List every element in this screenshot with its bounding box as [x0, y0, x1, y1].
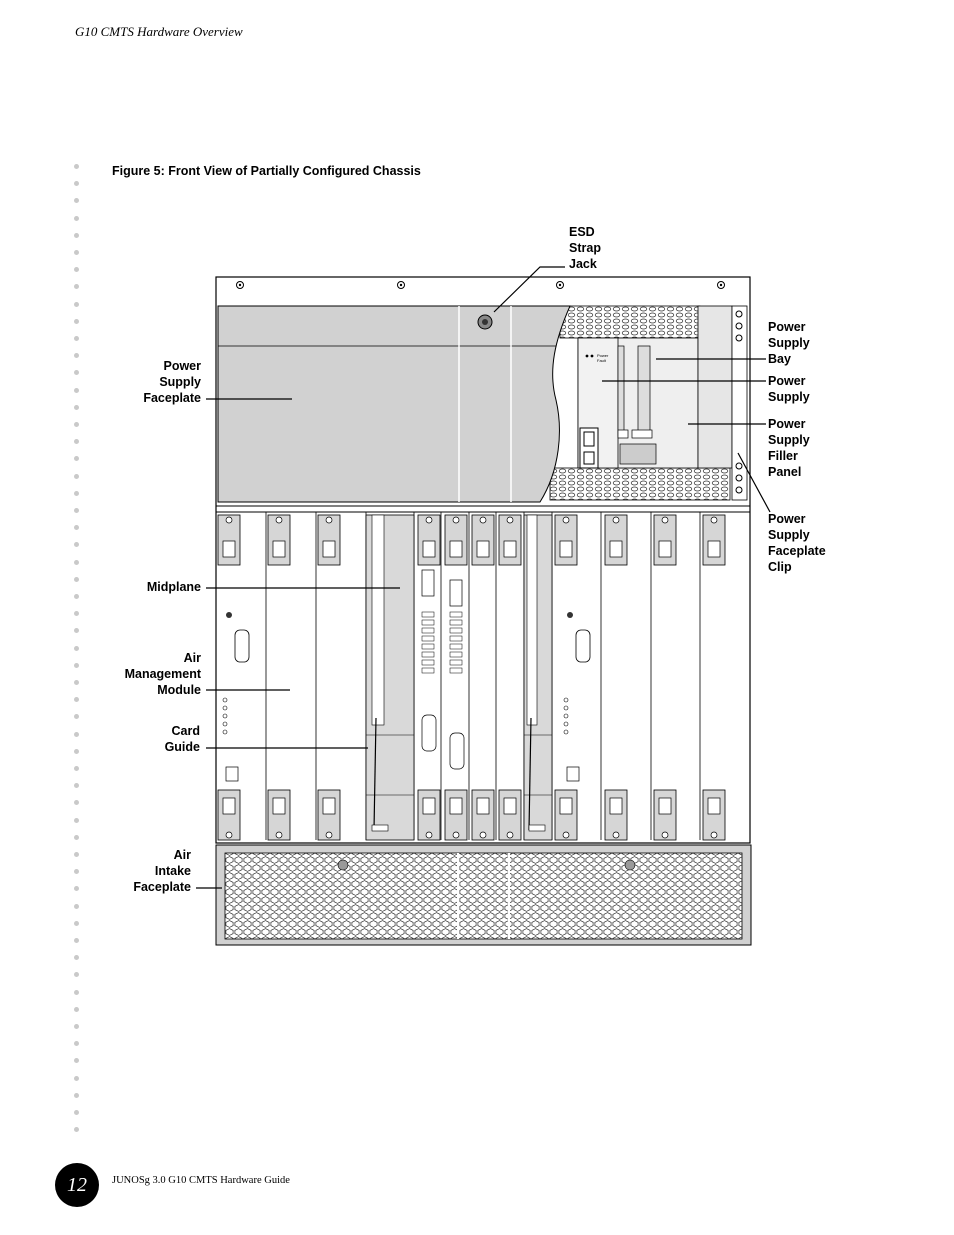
margin-dot	[74, 576, 79, 582]
margin-dot	[74, 628, 79, 634]
margin-dot	[74, 748, 79, 754]
margin-dot	[74, 1092, 79, 1098]
page-number: 12	[55, 1163, 99, 1207]
margin-dot	[74, 903, 79, 909]
margin-dot	[74, 439, 79, 445]
margin-dot	[74, 1024, 79, 1029]
margin-dot	[74, 662, 79, 668]
margin-dot	[74, 697, 79, 703]
margin-dot	[74, 852, 79, 857]
callout-power-supply-filler-panel: Power Supply Filler Panel	[768, 417, 810, 479]
margin-dot	[74, 817, 79, 823]
margin-dot	[74, 353, 79, 359]
margin-dot	[74, 164, 79, 169]
margin-dot	[74, 250, 79, 255]
margin-dot	[74, 181, 79, 187]
margin-dot	[74, 473, 79, 479]
callout-power-supply-faceplate-clip: Power Supply Faceplate Clip	[768, 512, 826, 574]
callout-esd-strap-jack: ESD Strap Jack	[569, 225, 601, 271]
margin-dot	[74, 267, 79, 273]
margin-dot	[74, 318, 79, 324]
margin-dot	[74, 1058, 79, 1064]
svg-text:Power: Power	[597, 353, 609, 358]
margin-dot	[74, 387, 79, 393]
margin-dot	[74, 508, 79, 513]
ps-faceplate-clip	[731, 305, 748, 501]
margin-dot	[74, 731, 79, 737]
margin-dot	[74, 525, 79, 531]
ps-vent-bottom	[549, 467, 731, 501]
figure-title: Figure 5: Front View of Partially Config…	[112, 164, 421, 178]
margin-dot	[74, 336, 79, 341]
margin-dot	[74, 869, 79, 875]
leader-lines	[196, 266, 771, 889]
margin-dot	[74, 611, 79, 617]
margin-dot	[74, 645, 79, 651]
margin-dot	[74, 1006, 79, 1012]
ps-vent-top	[559, 305, 701, 339]
margin-dot	[74, 456, 79, 462]
margin-dot	[74, 972, 79, 978]
margin-dot	[74, 542, 79, 548]
margin-dot	[74, 800, 79, 806]
margin-dot	[74, 284, 79, 290]
margin-dot	[74, 886, 79, 892]
callout-air-management-module: Air Management Module	[124, 651, 201, 697]
margin-dot	[74, 594, 79, 599]
margin-dot	[74, 1127, 79, 1133]
margin-dot	[74, 559, 79, 565]
card-cage	[217, 512, 726, 841]
margin-dot	[74, 490, 79, 496]
callout-power-supply: Power Supply	[768, 374, 810, 404]
margin-dot	[74, 920, 79, 926]
margin-dot	[74, 1075, 79, 1081]
running-head: G10 CMTS Hardware Overview	[75, 24, 243, 39]
margin-dot	[74, 232, 79, 238]
footer-guide-title: JUNOSg 3.0 G10 CMTS Hardware Guide	[112, 1175, 290, 1186]
margin-dot	[74, 404, 79, 410]
margin-dot	[74, 834, 79, 840]
margin-dot	[74, 198, 79, 204]
margin-dot	[74, 955, 79, 961]
clip-screws	[735, 310, 743, 494]
callout-power-supply-bay: Power Supply Bay	[768, 320, 810, 366]
margin-dot	[74, 989, 79, 995]
margin-dot	[74, 938, 79, 943]
margin-dot	[74, 714, 79, 720]
margin-dot	[74, 1041, 79, 1047]
callout-midplane: Midplane	[146, 580, 201, 594]
margin-dot	[74, 370, 79, 376]
callout-air-intake-faceplate: Air Intake Faceplate	[133, 848, 191, 894]
margin-dot	[74, 1110, 79, 1115]
margin-dot	[74, 215, 79, 221]
margin-dot	[74, 766, 79, 771]
callout-power-supply-faceplate: Power Supply Faceplate	[143, 359, 201, 405]
margin-dot	[74, 301, 79, 307]
ps-filler-panel	[697, 305, 733, 469]
margin-dot	[74, 680, 79, 685]
top-rail-screws	[236, 281, 725, 289]
margin-dot	[74, 422, 79, 427]
margin-dot	[74, 783, 79, 789]
ps-faceplate	[217, 305, 571, 503]
callout-card-guide: Card Guide	[164, 724, 200, 754]
svg-text:Fault: Fault	[597, 358, 607, 363]
